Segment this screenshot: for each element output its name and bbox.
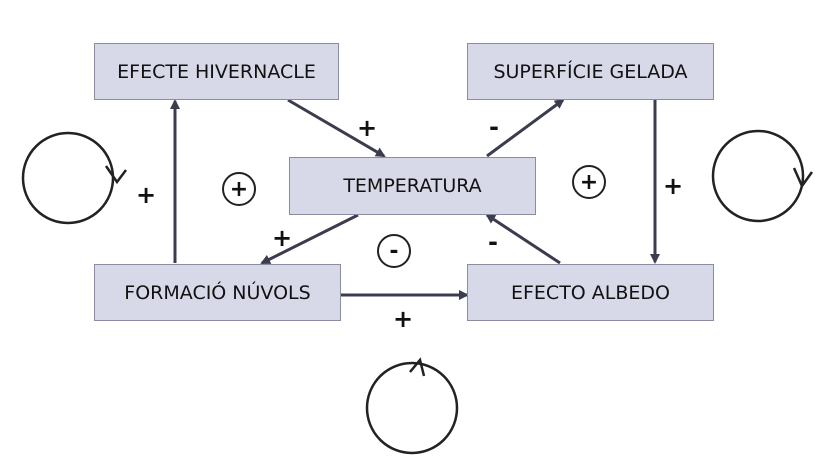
node-temperature: TEMPERATURA (289, 157, 536, 215)
node-clouds: FORMACIÓ NÚVOLS (94, 264, 341, 321)
node-temperature-label: TEMPERATURA (343, 175, 482, 197)
loop-badge-left: + (222, 172, 256, 206)
edge-sign-clouds-greenhouse: + (135, 181, 157, 209)
node-ice-surface: SUPERFÍCIE GELADA (467, 43, 714, 100)
edge-sign-albedo-temperature: - (488, 228, 498, 256)
loop-badge-right: + (572, 165, 606, 199)
node-albedo: EFECTO ALBEDO (467, 264, 714, 321)
loop-circle-right-icon (711, 129, 814, 223)
node-ice-surface-label: SUPERFÍCIE GELADA (493, 60, 688, 83)
arrow-albedo-to-temperature (485, 213, 561, 265)
loop-badge-right-label: + (579, 169, 599, 195)
arrow-greenhouse-to-temperature (287, 98, 386, 158)
arrow-temperature-to-clouds (260, 213, 359, 265)
edge-sign-ice-albedo: + (662, 172, 684, 200)
edge-sign-clouds-albedo: + (392, 305, 414, 333)
loop-circle-bottom-icon (365, 357, 459, 455)
node-greenhouse-label: EFECTE HIVERNACLE (117, 60, 316, 83)
node-clouds-label: FORMACIÓ NÚVOLS (124, 281, 311, 304)
edge-sign-greenhouse-temperature: + (356, 114, 378, 142)
node-albedo-label: EFECTO ALBEDO (510, 281, 670, 304)
loop-badge-bottom-label: - (389, 238, 399, 264)
loop-badge-bottom: - (377, 234, 411, 268)
node-greenhouse: EFECTE HIVERNACLE (94, 43, 339, 100)
arrow-temperature-to-ice-surface (486, 98, 565, 158)
edge-sign-temperature-ice: - (489, 113, 499, 141)
loop-badge-left-label: + (229, 176, 249, 202)
loop-circle-left-icon (21, 131, 127, 225)
edge-sign-temperature-clouds: + (271, 224, 293, 252)
